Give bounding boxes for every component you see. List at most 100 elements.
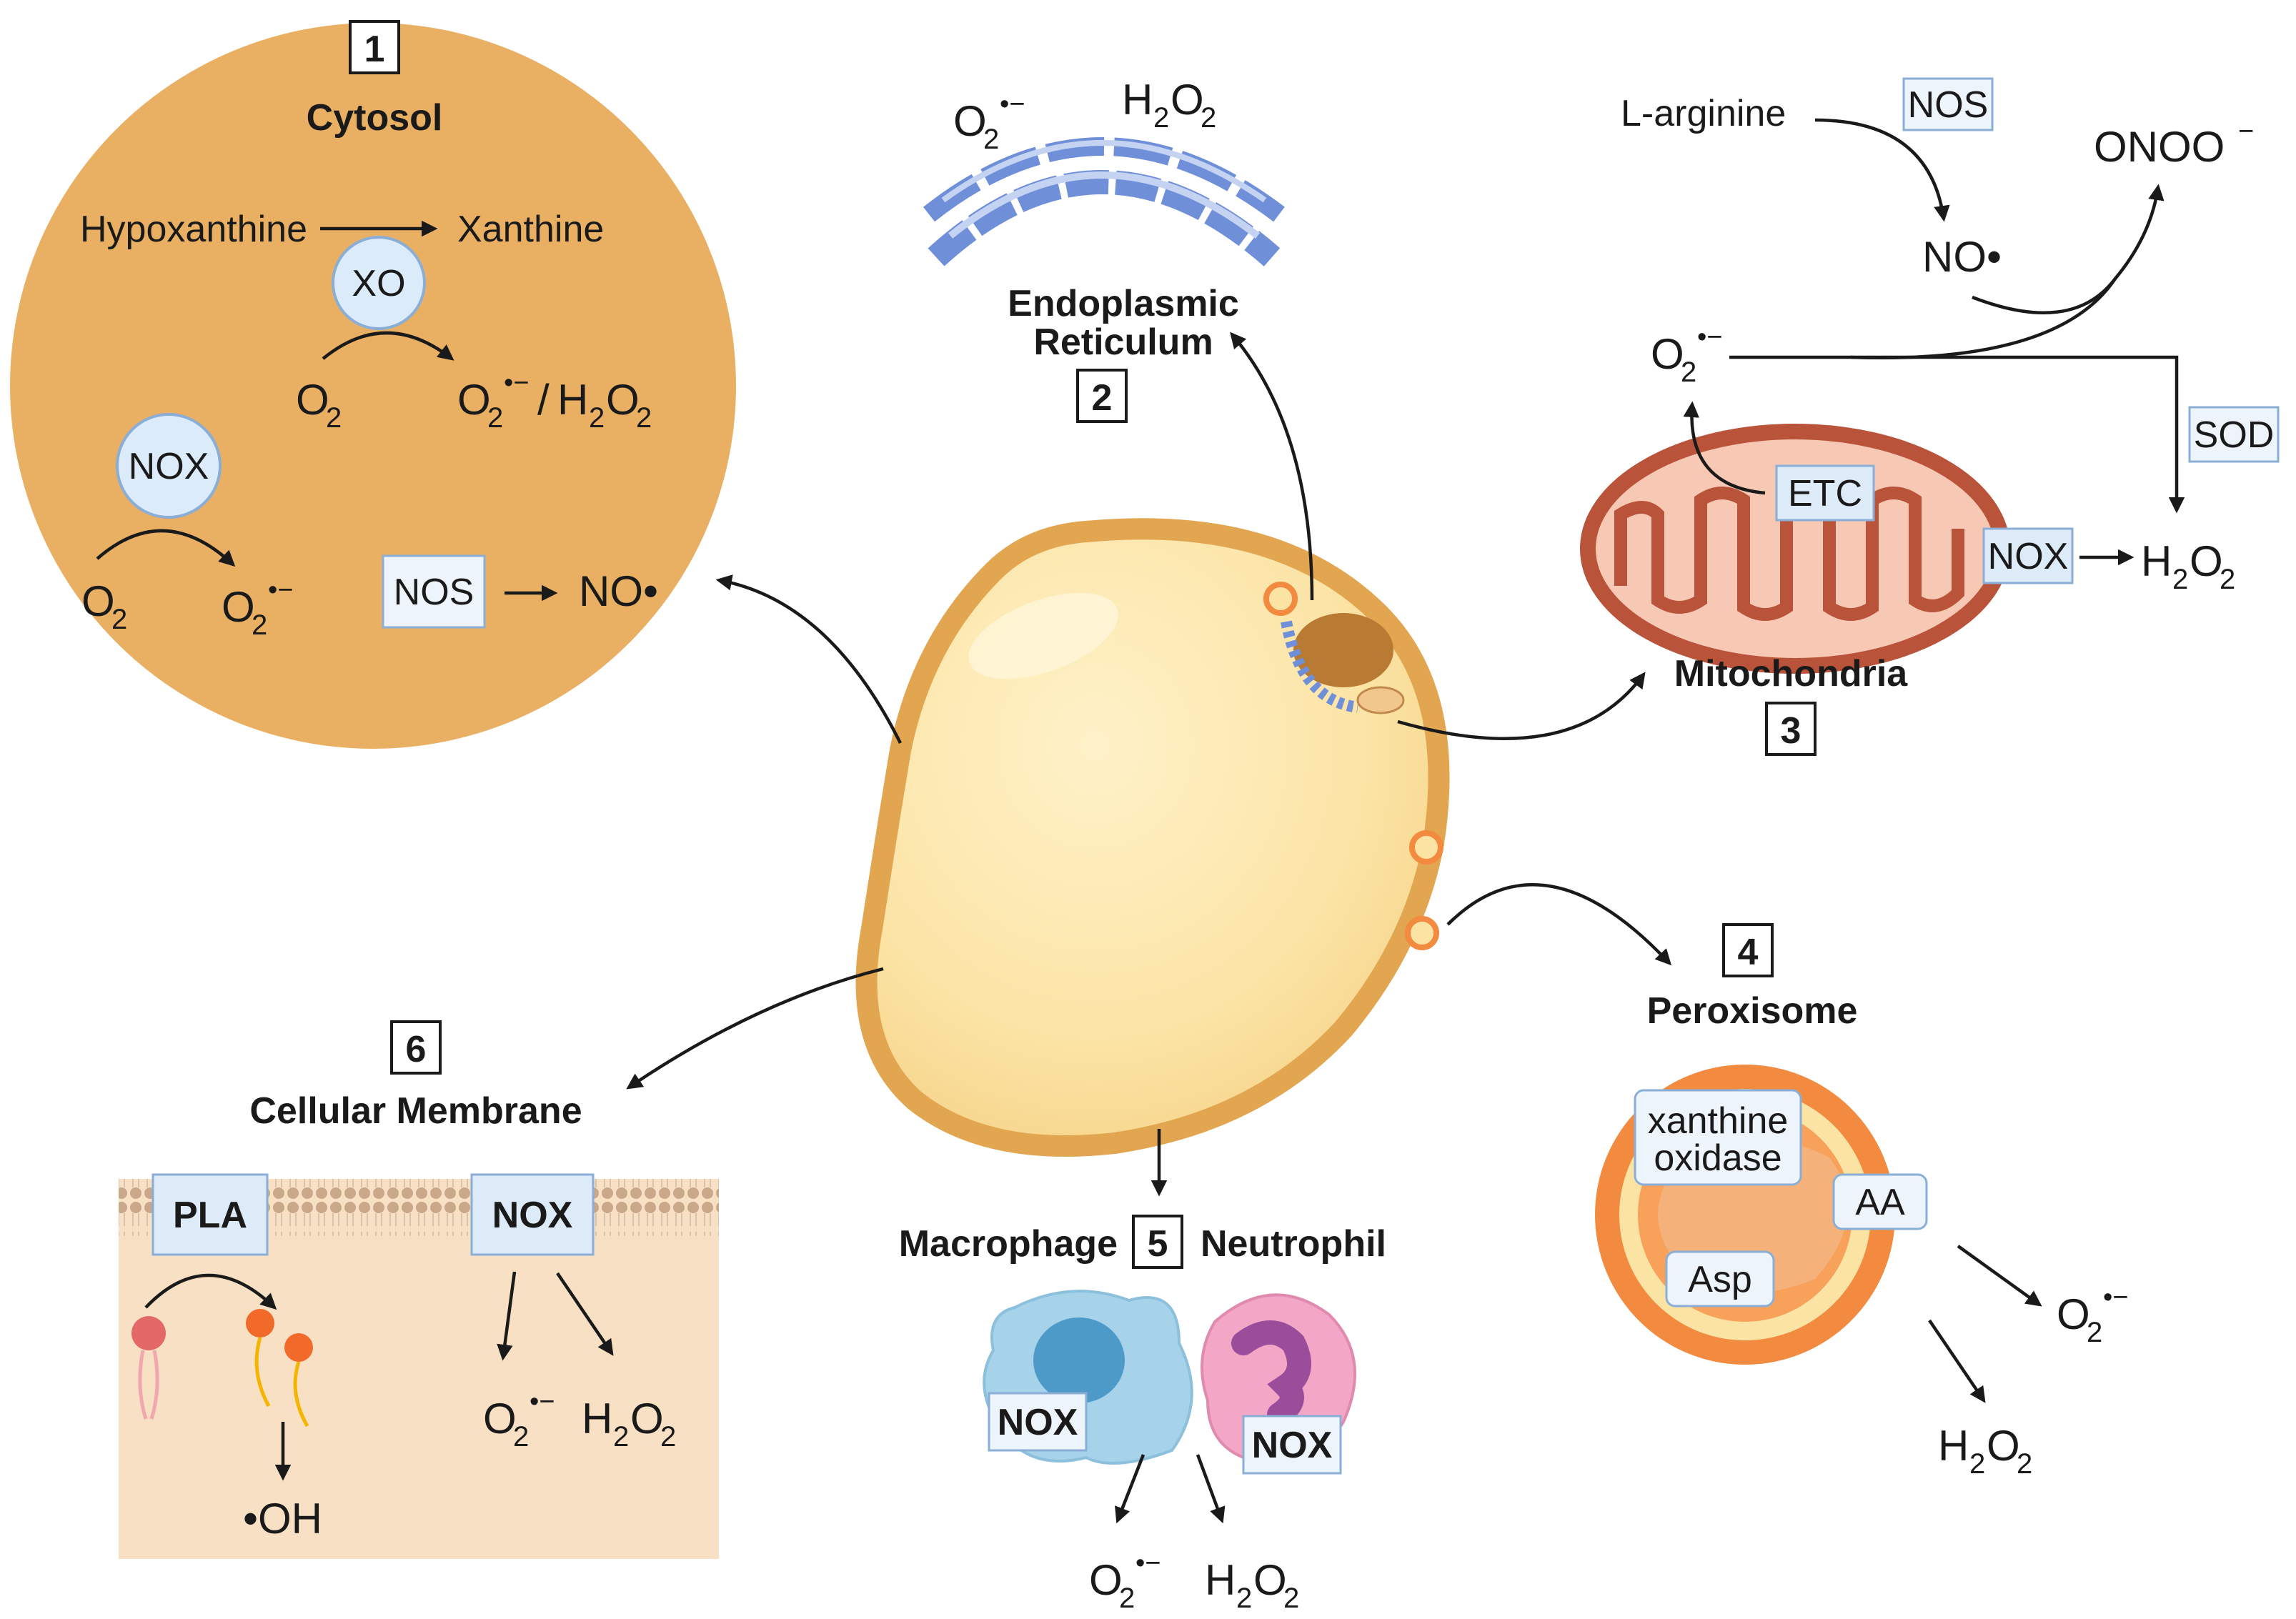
membrane-panel: 6 Cellular Membrane PLA NOX •OH O 2 •− xyxy=(119,1020,719,1559)
svg-text:O: O xyxy=(1089,1556,1123,1604)
cytosol-superoxide-h2o2: O 2 •− / H 2 O 2 xyxy=(457,368,652,434)
membrane-nox-box xyxy=(470,1173,595,1256)
mito-nox-box xyxy=(1982,527,2074,584)
svg-text:2: 2 xyxy=(636,402,652,434)
etc-label: ETC xyxy=(1788,473,1862,514)
aa-box xyxy=(1832,1173,1928,1230)
svg-text:2: 2 xyxy=(513,1421,529,1453)
macrophage-arrow xyxy=(1115,1454,1145,1524)
mito-nox-label: NOX xyxy=(1988,536,2069,577)
cytosol-number: 1 xyxy=(364,29,385,70)
sod-label: SOD xyxy=(2194,414,2275,456)
immune-number-box xyxy=(1132,1215,1183,1269)
svg-text:O: O xyxy=(1651,330,1684,378)
cell-to-er-arrow xyxy=(1230,332,1314,601)
svg-text:2: 2 xyxy=(613,1421,629,1453)
sod-box xyxy=(2188,406,2280,463)
svg-text:•−: •− xyxy=(530,1387,555,1417)
svg-text:O: O xyxy=(1253,1556,1287,1604)
mito-nos-box xyxy=(1902,77,1994,131)
svg-text:2: 2 xyxy=(2220,564,2235,595)
cytosol-nox-superoxide: O 2 •− xyxy=(222,575,294,641)
svg-text:2: 2 xyxy=(1236,1583,1252,1614)
lysophospholipid xyxy=(246,1309,274,1408)
l-arginine-arrow xyxy=(1814,118,1950,222)
membrane-title: Cellular Membrane xyxy=(249,1090,582,1132)
neutrophil-nox-label: NOX xyxy=(1252,1425,1333,1466)
nox-reaction-arrow xyxy=(96,529,236,567)
mito-panel: L-arginine NOS NO• ONOO − O 2 •− SOD ETC… xyxy=(1580,77,2280,756)
svg-text:2: 2 xyxy=(2017,1448,2032,1480)
er-h2o2: H 2 O 2 xyxy=(1122,76,1216,134)
er-number: 2 xyxy=(1092,377,1113,419)
er-illustration xyxy=(923,137,1285,266)
svg-text:2: 2 xyxy=(1969,1448,1985,1480)
mito-number: 3 xyxy=(1781,710,1801,752)
er-panel: O 2 •− H 2 O 2 Endoplasmic Reticulum 2 xyxy=(923,76,1285,423)
svg-text:O: O xyxy=(1987,1422,2020,1470)
neutrophil-nox-box xyxy=(1242,1415,1342,1475)
asp-box xyxy=(1665,1250,1775,1307)
cell-to-mito-arrow xyxy=(1397,672,1646,741)
svg-text:−: − xyxy=(2238,116,2254,146)
xanthine-oxidase-box xyxy=(1634,1089,1802,1186)
superoxide-to-sod-line xyxy=(1729,355,2185,514)
svg-text:•−: •− xyxy=(1000,89,1025,119)
svg-text:H: H xyxy=(557,376,588,424)
mito-superoxide: O 2 •− xyxy=(1651,322,1723,388)
membrane-h2o2: H 2 O 2 xyxy=(582,1395,676,1453)
macrophage-nox-box xyxy=(988,1392,1088,1452)
svg-text:2: 2 xyxy=(1153,102,1169,134)
mito-no-radical: NO• xyxy=(1922,233,2002,281)
perox-h2o2-arrow xyxy=(1928,1319,1986,1403)
membrane-nox-label: NOX xyxy=(492,1195,573,1236)
cytosol-xo-o2: O 2 xyxy=(296,376,342,434)
svg-text:H: H xyxy=(1122,76,1153,124)
membrane-number: 6 xyxy=(406,1029,427,1070)
immune-number: 5 xyxy=(1148,1223,1168,1265)
perox-superoxide: O 2 •− xyxy=(2057,1282,2129,1348)
xo-line1: xanthine xyxy=(1648,1100,1789,1142)
svg-text:2: 2 xyxy=(2172,564,2188,595)
svg-text:2: 2 xyxy=(660,1421,676,1453)
macrophage-nox-label: NOX xyxy=(998,1402,1078,1443)
membrane-superoxide: O 2 •− xyxy=(483,1387,555,1453)
xo-enzyme-circle xyxy=(332,236,426,330)
etc-to-superoxide-arrow xyxy=(1683,401,1766,495)
neutrophil-arrow xyxy=(1196,1454,1226,1524)
svg-text:2: 2 xyxy=(983,124,999,155)
xanthine-label: Xanthine xyxy=(457,209,604,250)
svg-text:H: H xyxy=(1205,1556,1236,1604)
svg-text:•−: •− xyxy=(504,368,530,398)
l-arginine-label: L-arginine xyxy=(1621,93,1786,134)
cytosol-nos-label: NOS xyxy=(394,572,474,613)
peroxisome-panel: 4 Peroxisome xanthine oxidase AA Asp O 2… xyxy=(1595,923,2129,1480)
svg-text:O: O xyxy=(1171,76,1204,124)
svg-text:•−: •− xyxy=(1135,1548,1161,1578)
svg-text:/: / xyxy=(537,376,550,424)
svg-text:2: 2 xyxy=(2087,1317,2102,1348)
svg-text:O: O xyxy=(222,583,255,631)
svg-text:H: H xyxy=(2141,537,2172,585)
cytosol-number-box xyxy=(349,20,400,74)
svg-text:O: O xyxy=(953,97,987,145)
svg-text:O: O xyxy=(296,376,329,424)
svg-text:O: O xyxy=(630,1395,664,1443)
macrophage-label: Macrophage xyxy=(899,1223,1118,1265)
mito-h2o2: H 2 O 2 xyxy=(2141,537,2235,595)
xo-reaction-arrow xyxy=(322,331,454,361)
pla-label: PLA xyxy=(173,1195,247,1236)
phospholipid-intact xyxy=(131,1316,166,1420)
svg-text:•−: •− xyxy=(2103,1282,2129,1312)
cytosol-title: Cytosol xyxy=(307,97,443,139)
svg-text:H: H xyxy=(582,1395,612,1443)
er-number-box xyxy=(1076,369,1128,423)
svg-text:O: O xyxy=(81,577,115,625)
svg-text:2: 2 xyxy=(487,402,503,434)
cell-to-membrane-arrow xyxy=(626,967,884,1090)
neutrophil-label: Neutrophil xyxy=(1201,1223,1386,1265)
membrane-number-box xyxy=(390,1020,442,1075)
central-cell xyxy=(855,518,1450,1157)
aa-label: AA xyxy=(1855,1182,1905,1223)
